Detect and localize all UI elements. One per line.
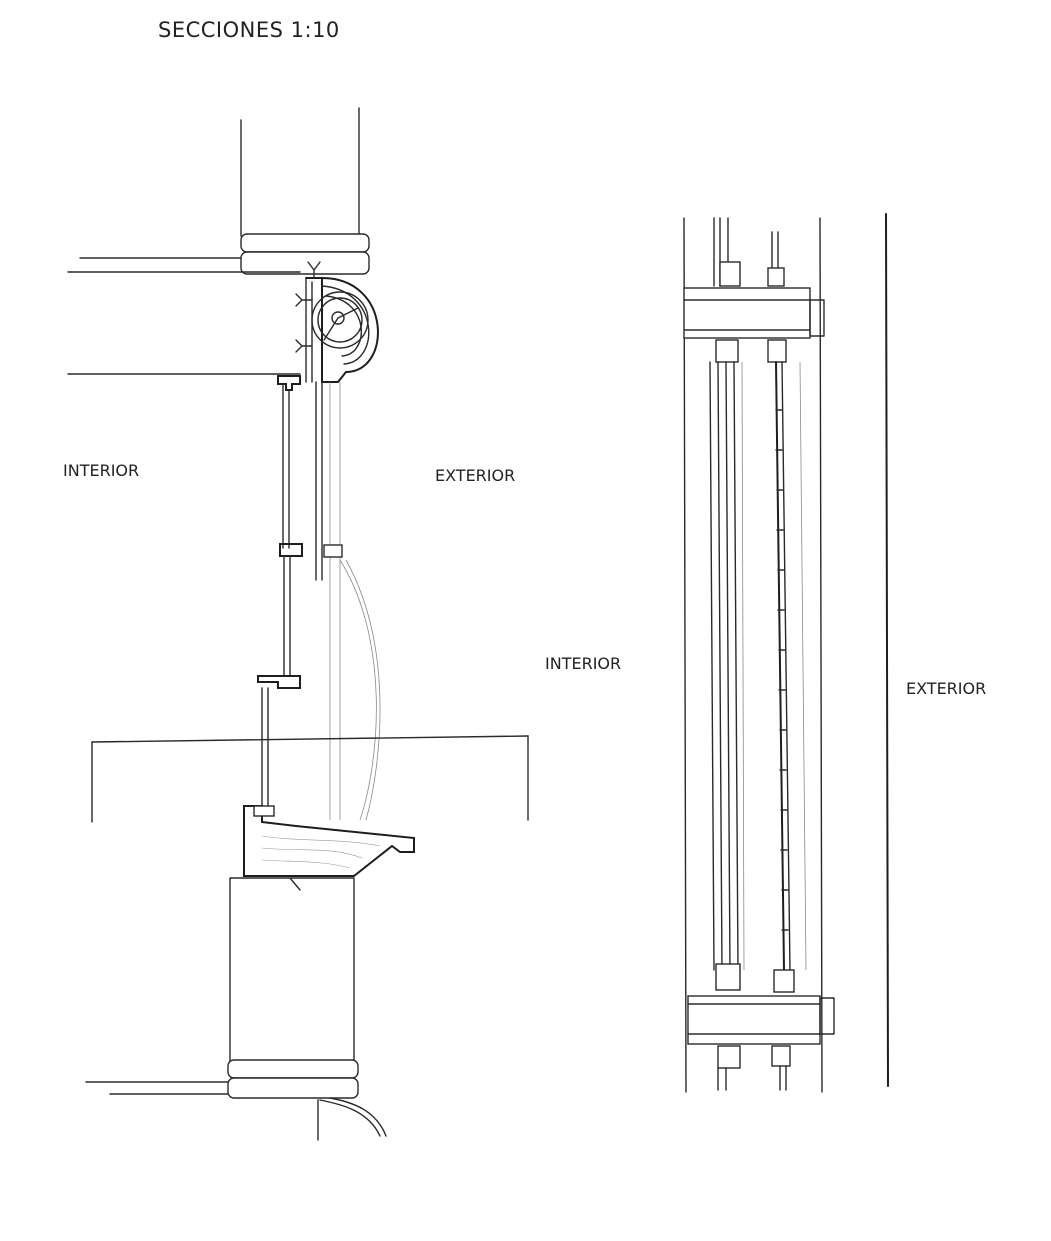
left-exterior-label: EXTERIOR xyxy=(435,466,516,485)
top-jamb xyxy=(683,217,825,363)
upper-window-frame xyxy=(257,375,303,807)
opening-frame xyxy=(91,735,529,823)
shutter-slats xyxy=(775,361,807,971)
upper-wall xyxy=(240,107,360,237)
shutter-guide xyxy=(315,381,381,821)
window-sill xyxy=(243,805,415,877)
bottom-jamb xyxy=(687,963,835,1091)
left-interior-label: INTERIOR xyxy=(63,461,140,480)
right-interior-label: INTERIOR xyxy=(545,654,622,673)
left-vertical-section xyxy=(67,107,529,1141)
glazing xyxy=(709,361,745,971)
lower-wall xyxy=(85,877,387,1141)
roller-shutter-box xyxy=(295,261,379,383)
right-horizontal-section xyxy=(683,213,889,1093)
lintel-band xyxy=(240,233,370,275)
drawing-title: SECCIONES 1:10 xyxy=(158,18,340,42)
right-exterior-label: EXTERIOR xyxy=(906,679,987,698)
slab-lines xyxy=(67,257,301,375)
